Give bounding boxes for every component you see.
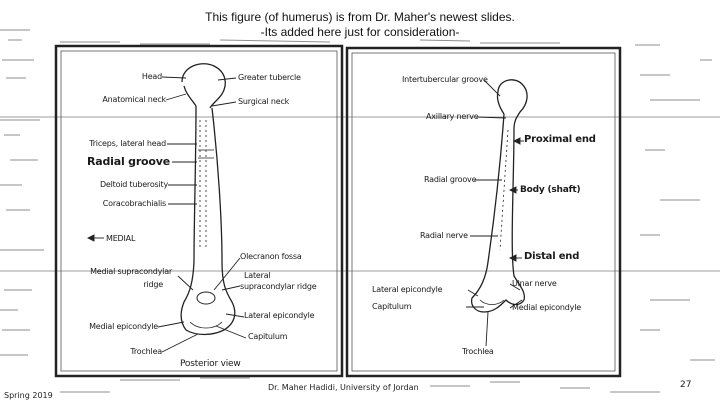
label-capitulum-right: Capitulum	[372, 302, 412, 311]
label-lateral-supracondylar-ridge-1: Lateral	[244, 271, 271, 280]
label-posterior-view: Posterior view	[180, 359, 241, 369]
label-triceps-lateral-head: Triceps, lateral head	[89, 139, 166, 148]
label-lateral-epicondyle: Lateral epicondyle	[244, 311, 315, 320]
label-medial-epicondyle-right: Medial epicondyle	[512, 303, 581, 312]
humerus-anterior-drawing	[470, 79, 528, 313]
label-coracobrachialis: Coracobrachialis	[102, 199, 166, 208]
humerus-posterior-drawing	[180, 63, 236, 336]
label-body-shaft: Body (shaft)	[520, 185, 581, 195]
footer-author: Dr. Maher Hadidi, University of Jordan	[268, 383, 419, 392]
label-deltoid-tuberosity: Deltoid tuberosity	[99, 180, 168, 189]
label-intertubercular-groove: Intertubercular groove	[402, 75, 488, 84]
label-surgical-neck: Surgical neck	[238, 97, 290, 106]
label-medial-supracondylar-ridge-1: Medial supracondylar	[90, 267, 172, 276]
label-trochlea-right: Trochlea	[462, 347, 494, 356]
label-proximal-end: Proximal end	[524, 134, 596, 145]
label-anatomical-neck: Anatomical neck	[102, 95, 166, 104]
page-number: 27	[680, 380, 692, 390]
caption-line-2: -Its added here just for consideration-	[260, 25, 460, 39]
label-olecranon-fossa: Olecranon fossa	[240, 252, 302, 261]
label-ulnar-nerve: Ulnar nerve	[512, 279, 557, 288]
label-medial: MEDIAL	[106, 234, 136, 243]
caption-line-1: This figure (of humerus) is from Dr. Mah…	[205, 10, 515, 24]
label-lateral-epicondyle-right: Lateral epicondyle	[372, 285, 443, 294]
label-greater-tubercle: Greater tubercle	[238, 73, 301, 82]
label-distal-end: Distal end	[524, 251, 580, 262]
label-radial-groove: Radial groove	[86, 155, 170, 168]
label-head: Head	[141, 72, 162, 81]
label-radial-nerve: Radial nerve	[420, 231, 468, 240]
footer-term: Spring 2019	[4, 391, 53, 400]
label-capitulum: Capitulum	[248, 332, 288, 341]
label-medial-epicondyle: Medial epicondyle	[89, 322, 158, 331]
label-lateral-supracondylar-ridge-2: supracondylar ridge	[240, 282, 317, 291]
label-medial-supracondylar-ridge-2: ridge	[143, 280, 163, 289]
label-trochlea: Trochlea	[130, 347, 162, 356]
label-radial-groove-right: Radial groove	[424, 175, 477, 184]
label-axillary-nerve: Axillary nerve	[426, 112, 479, 121]
